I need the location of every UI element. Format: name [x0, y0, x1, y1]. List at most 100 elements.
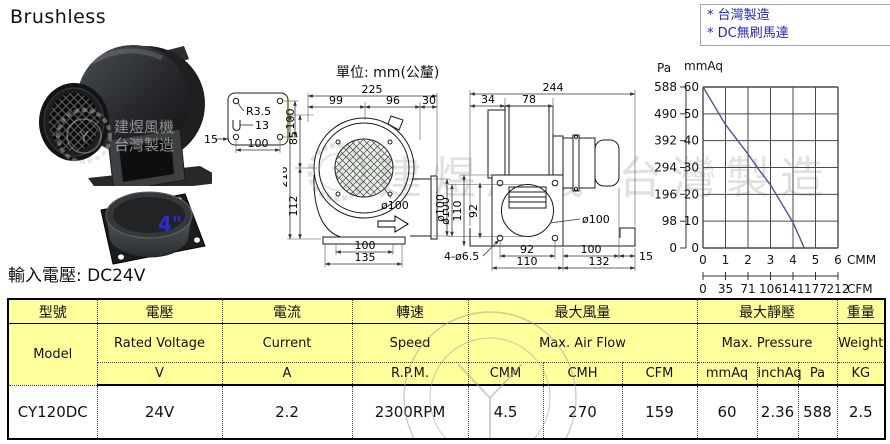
- cell-voltage: 24V: [96, 384, 223, 440]
- unit-cmh: CMH: [542, 362, 623, 386]
- flange-collar-inner: [113, 197, 185, 233]
- dim-front-inlet-dia: ø100: [381, 199, 409, 212]
- unit-pa: Pa: [797, 362, 838, 386]
- cell-cmh: 270: [542, 384, 623, 440]
- cell-pa: 588: [797, 384, 838, 440]
- svg-text:2: 2: [744, 253, 752, 267]
- inlet-mesh-grille: [49, 93, 99, 151]
- svg-text:0: 0: [699, 253, 707, 267]
- base-plate: [469, 227, 636, 247]
- svg-text:60: 60: [684, 80, 699, 94]
- inlet-mesh-hatch: [335, 139, 393, 197]
- svg-text:CFM: CFM: [847, 282, 873, 296]
- dim-side-mount-holes: 4-ø6.5: [444, 250, 479, 263]
- unit-label: 單位: mm(公釐): [336, 65, 440, 81]
- dim-plate-width: 100: [248, 137, 269, 150]
- header-speed-cn: 轉速: [351, 298, 469, 324]
- unit-cfm: CFM: [621, 362, 698, 386]
- svg-text:71: 71: [740, 282, 755, 296]
- foot-plate: [322, 236, 406, 245]
- flange-square: [491, 174, 564, 247]
- svg-text:4: 4: [789, 253, 797, 267]
- svg-text:30: 30: [684, 161, 699, 175]
- product-photo: Y 建煜風機 台灣製造: [39, 45, 212, 186]
- header-airflow-cn: 最大風量: [467, 298, 698, 324]
- table-header-en-row: Model Rated Voltage Current Speed Max. A…: [7, 323, 886, 386]
- unit-inchaq: inchAq: [756, 362, 802, 386]
- header-voltage-cn: 電壓: [96, 298, 223, 324]
- svg-text:177: 177: [804, 282, 827, 296]
- flange-hole: [194, 237, 200, 243]
- table-units-row: V A R.P.M. CMM CMH CFM mmAq inchAq Pa KG: [8, 362, 886, 386]
- note-made-in-taiwan: * 台灣製造: [707, 8, 770, 23]
- flange-hole: [118, 254, 124, 260]
- dim-side-outlet-dia: ø100: [582, 213, 610, 226]
- dim-plate-radius: R3.5: [246, 105, 271, 118]
- flange-ring: [318, 122, 410, 214]
- dim-side-flange-width: 110: [517, 255, 538, 268]
- duct-clamp: [572, 134, 580, 192]
- unit-v: V: [96, 362, 223, 386]
- cell-kg: 2.5: [836, 384, 886, 440]
- cell-current: 2.2: [221, 384, 353, 440]
- unit-kg: KG: [836, 362, 886, 386]
- header-voltage-en: Rated Voltage: [96, 323, 223, 363]
- svg-text:CMM: CMM: [847, 253, 876, 267]
- dim-side-78: 78: [522, 93, 536, 106]
- unit-rpm: R.P.M.: [351, 362, 469, 386]
- svg-text:1: 1: [722, 253, 730, 267]
- svg-text:6: 6: [834, 253, 842, 267]
- flange-size-label: 4": [158, 212, 183, 236]
- dim-front-225: 225: [362, 83, 383, 96]
- header-pressure-cn: 最大靜壓: [696, 298, 838, 324]
- header-airflow-en: Max. Air Flow: [467, 323, 698, 363]
- dim-front-96: 96: [386, 94, 400, 107]
- dim-plate-slot: 13: [255, 119, 269, 132]
- spec-table: 型號 電壓 電流 轉速 最大風量 最大靜壓 重量 Model Rated Vol…: [7, 298, 886, 440]
- dim-plate-offset: 15: [204, 133, 218, 146]
- page-title: Brushless: [10, 6, 107, 28]
- svg-text:98: 98: [662, 214, 677, 228]
- svg-text:35: 35: [718, 282, 733, 296]
- dim-side-100: 100: [581, 243, 602, 256]
- svg-text:196: 196: [654, 187, 677, 201]
- cell-inchaq: 2.36: [756, 384, 799, 440]
- table-data-row: CY120DC 24V 2.2 2300RPM 4.5 270 159 60 2…: [7, 384, 886, 440]
- dim-front-foot-holes: 100: [355, 239, 376, 252]
- table-header-cn-row: 型號 電壓 電流 轉速 最大風量 最大靜壓 重量: [7, 298, 886, 324]
- outlet-opening: [119, 138, 174, 182]
- svg-text:588: 588: [654, 80, 677, 94]
- svg-text:392: 392: [654, 134, 677, 148]
- cell-speed: 2300RPM: [351, 384, 469, 440]
- unit-mmaq: mmAq: [696, 362, 758, 386]
- front-view-drawing: 225 99 96 30 216 85 112 ø100 ø100 100 13…: [283, 83, 450, 267]
- cell-cfm: 159: [621, 384, 698, 440]
- svg-text:294: 294: [654, 161, 677, 175]
- dim-side-92v: 92: [467, 204, 480, 218]
- dim-side-92h: 92: [520, 243, 534, 256]
- airflow-arrow: [377, 215, 409, 233]
- header-weight-en: Weight: [836, 323, 886, 363]
- svg-text:50: 50: [684, 107, 699, 121]
- dim-side-132: 132: [589, 255, 610, 268]
- dim-side-15: 15: [639, 250, 653, 263]
- flange-circle: [501, 184, 554, 237]
- svg-text:490: 490: [654, 107, 677, 121]
- cell-cmm: 4.5: [467, 384, 544, 440]
- dim-front-outlet-dia: ø100: [434, 194, 447, 222]
- dim-front-85: 85: [287, 131, 300, 145]
- header-current-cn: 電流: [221, 298, 353, 324]
- dim-front-99: 99: [329, 94, 343, 107]
- svg-text:5: 5: [812, 253, 820, 267]
- svg-text:3: 3: [767, 253, 775, 267]
- motor-end-plate: [487, 109, 506, 179]
- dim-side-110: 110: [451, 201, 464, 222]
- svg-text:Pa: Pa: [657, 61, 671, 75]
- svg-text:0: 0: [699, 282, 707, 296]
- header-model-cn: 型號: [7, 298, 98, 324]
- dim-front-30: 30: [422, 94, 436, 107]
- outlet-flange-bar: [430, 175, 438, 240]
- unit-cmm: CMM: [467, 362, 544, 386]
- mounting-plate-drawing: R3.5 13 100 100 15: [204, 92, 298, 153]
- dim-front-216: 216: [283, 167, 290, 188]
